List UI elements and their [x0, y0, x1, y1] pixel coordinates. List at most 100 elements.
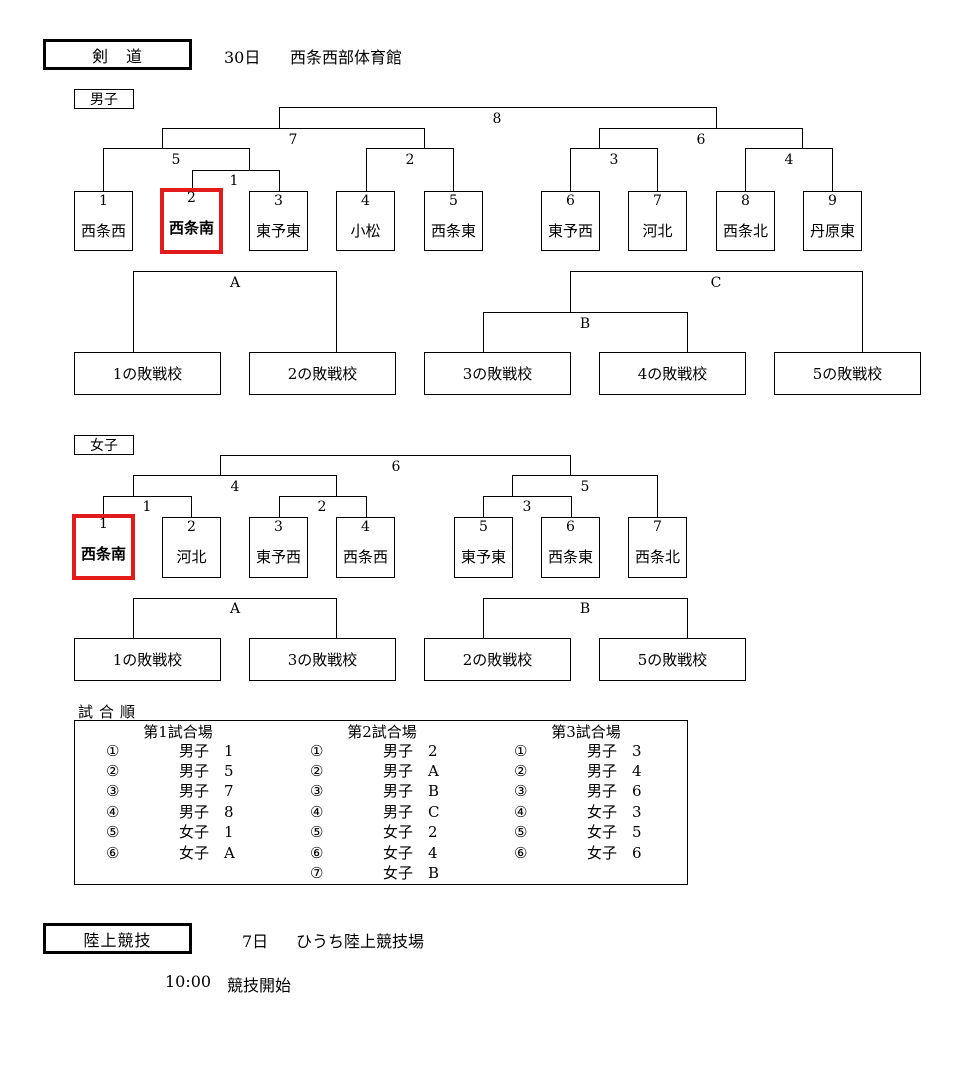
boys-team-box-highlighted: 2 西条南: [160, 188, 223, 254]
order-mark: ⑤: [106, 823, 120, 841]
match-label: 男子 4: [587, 762, 642, 780]
match-label: 男子 C: [383, 803, 440, 821]
team-name: 河北: [642, 222, 673, 240]
athletics-day: 7日: [242, 932, 269, 951]
team-number: 7: [653, 519, 662, 535]
kendo-section-title: 剣 道: [43, 39, 192, 70]
team-number: 7: [653, 193, 662, 209]
match-label: 男子 2: [383, 742, 438, 760]
team-number: 8: [741, 193, 750, 209]
athletics-section-title: 陸上競技: [43, 923, 192, 954]
team-number: 3: [274, 519, 283, 535]
team-name: 西条北: [722, 222, 768, 240]
team-number: 2: [187, 519, 196, 535]
match-label: 男子 3: [587, 742, 642, 760]
order-mark: ②: [514, 762, 528, 780]
boys-team-box: 9 丹原東: [803, 191, 862, 251]
match-label: 女子 3: [587, 803, 642, 821]
girls-match-label: 1: [140, 499, 154, 515]
team-name: 丹原東: [809, 222, 855, 240]
schedule-table: [74, 720, 688, 885]
boys-team-box: 4 小松: [336, 191, 395, 251]
venue-3-title: 第3試合場: [551, 723, 621, 741]
kendo-day: 30日: [224, 48, 261, 67]
order-mark: ⑥: [514, 844, 528, 862]
match-label: 女子 B: [383, 864, 440, 882]
match-label: 男子 1: [179, 742, 234, 760]
boys-match-label: 3: [607, 152, 621, 168]
boys-loser-box: 5の敗戦校: [774, 352, 921, 395]
team-name: 東予東: [255, 222, 301, 240]
match-label: 男子 5: [179, 762, 234, 780]
match-label: 女子 A: [179, 844, 235, 862]
boys-team-box: 5 西条東: [424, 191, 483, 251]
match-label: 女子 2: [383, 823, 438, 841]
girls-team-box: 7 西条北: [628, 517, 687, 578]
girls-match-label: 2: [315, 499, 329, 515]
team-name: 西条西: [342, 548, 388, 566]
girls-loser-box: 1の敗戦校: [74, 638, 221, 681]
boys-match-label: 8: [490, 111, 504, 127]
order-mark: ④: [106, 803, 120, 821]
match-label: 男子 7: [179, 782, 234, 800]
match-label: 男子 B: [383, 782, 440, 800]
athletics-start-time: 10:00: [165, 972, 212, 991]
girls-match-label: 6: [389, 459, 403, 475]
girls-loser-box: 3の敗戦校: [249, 638, 396, 681]
venue-1-title: 第1試合場: [143, 723, 213, 741]
order-mark: ⑤: [310, 823, 324, 841]
order-mark: ④: [514, 803, 528, 821]
team-name: 西条北: [634, 548, 680, 566]
order-mark: ⑥: [106, 844, 120, 862]
match-label: 女子 5: [587, 823, 642, 841]
girls-team-box: 5 東予東: [454, 517, 513, 578]
boys-team-box: 1 西条西: [74, 191, 133, 251]
match-label: 女子 1: [179, 823, 234, 841]
boys-loser-box: 2の敗戦校: [249, 352, 396, 395]
girls-team-box: 4 西条西: [336, 517, 395, 578]
boys-loser-box: 1の敗戦校: [74, 352, 221, 395]
girls-match-label: 4: [228, 479, 242, 495]
team-number: 2: [187, 190, 196, 206]
order-mark: ④: [310, 803, 324, 821]
boys-match-label: 1: [227, 173, 241, 189]
team-name: 東予西: [547, 222, 593, 240]
team-number: 1: [99, 193, 108, 209]
team-number: 1: [99, 516, 108, 532]
order-mark: ①: [106, 742, 120, 760]
kendo-venue: 西条西部体育館: [290, 48, 403, 67]
boys-loser-box: 4の敗戦校: [599, 352, 746, 395]
order-mark: ②: [106, 762, 120, 780]
team-number: 3: [274, 193, 283, 209]
match-label: 男子 8: [179, 803, 234, 821]
girls-match-label: 3: [520, 499, 534, 515]
girls-team-box-highlighted: 1 西条南: [72, 514, 135, 580]
order-mark: ①: [310, 742, 324, 760]
order-mark: ⑦: [310, 864, 324, 882]
order-mark: ③: [310, 782, 324, 800]
team-name: 小松: [350, 222, 381, 240]
boys-consolation-label: B: [577, 316, 593, 332]
girls-consolation-label: A: [227, 601, 243, 617]
schedule-title: 試合順: [78, 703, 142, 721]
team-name: 東予西: [255, 548, 301, 566]
order-mark: ③: [106, 782, 120, 800]
boys-match-label: 4: [782, 152, 796, 168]
boys-match-label: 6: [694, 132, 708, 148]
team-name: 西条東: [430, 222, 476, 240]
team-number: 6: [566, 519, 575, 535]
boys-match-label: 5: [169, 152, 183, 168]
boys-team-box: 8 西条北: [716, 191, 775, 251]
boys-label: 男子: [74, 89, 134, 109]
order-mark: ①: [514, 742, 528, 760]
girls-loser-box: 5の敗戦校: [599, 638, 746, 681]
team-name: 西条南: [168, 219, 214, 237]
boys-loser-box: 3の敗戦校: [424, 352, 571, 395]
girls-team-box: 6 西条東: [541, 517, 600, 578]
team-number: 6: [566, 193, 575, 209]
team-name: 河北: [176, 548, 207, 566]
team-number: 4: [361, 193, 370, 209]
team-name: 西条東: [547, 548, 593, 566]
order-mark: ⑤: [514, 823, 528, 841]
match-label: 女子 4: [383, 844, 438, 862]
